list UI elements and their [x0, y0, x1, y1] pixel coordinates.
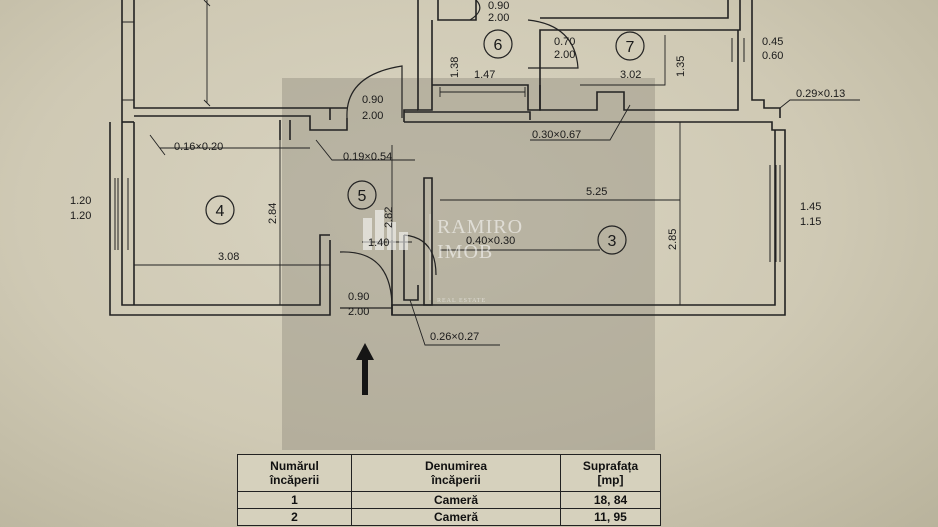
- entry-arrow-icon: [356, 343, 374, 395]
- dim-030-067: 0.30×0.67: [532, 129, 581, 141]
- door-swing-6: [527, 19, 579, 69]
- dim-019-054: 0.19×0.54: [343, 151, 392, 163]
- dimension-lines: [133, 0, 860, 346]
- dim-029-013: 0.29×0.13: [796, 88, 845, 100]
- col-header-room-name: Denumirea încăperii: [351, 454, 561, 492]
- door-swings: [339, 0, 579, 309]
- dim-026-027: 0.26×0.27: [430, 331, 479, 343]
- room-3-marker: 3: [597, 225, 627, 255]
- dimension-labels: 0.90 2.00 0.70 2.00 1.38 1.47 3.02 1.35 …: [70, 0, 845, 343]
- table-row: 2 Cameră 11, 95: [237, 508, 661, 526]
- dim-090-200-top-a: 0.90: [488, 0, 509, 12]
- room-3-label: 3: [608, 233, 617, 250]
- room-area-table: Numărul încăperii Denumirea încăperii Su…: [237, 454, 661, 526]
- dim-200-mid: 2.00: [362, 110, 383, 122]
- watermark-line2: IMOB: [437, 241, 493, 263]
- dim-016-020: 0.16×0.20: [174, 141, 223, 153]
- walls: [109, 0, 786, 316]
- dim-284: 2.84: [267, 203, 279, 224]
- dim-120-a: 1.20: [70, 195, 91, 207]
- dim-090-200-top-b: 2.00: [488, 12, 509, 24]
- dim-285: 2.85: [667, 229, 679, 250]
- table-header-row: Numărul încăperii Denumirea încăperii Su…: [237, 454, 661, 492]
- cell-room-name: Cameră: [351, 508, 561, 526]
- table-row: 1 Cameră 18, 84: [237, 491, 661, 509]
- room-6-marker: 6: [483, 29, 513, 59]
- watermark-line1: RAMIRO: [437, 216, 523, 238]
- room-5-marker: 5: [347, 180, 377, 210]
- door-swing-5-top: [346, 65, 403, 119]
- room-7-marker: 7: [615, 31, 645, 61]
- dim-070-200: 2.00: [554, 49, 575, 61]
- col-header-room-name-text: Denumirea încăperii: [424, 459, 488, 487]
- col-header-room-number: Numărul încăperii: [237, 454, 352, 492]
- watermark-tagline: REAL ESTATE: [437, 298, 486, 304]
- windows: [114, 21, 781, 262]
- dim-200-bottom: 2.00: [348, 306, 369, 318]
- col-header-area-text: Suprafața [mp]: [582, 459, 639, 487]
- room-markers: 3 4 5 6 7: [205, 29, 645, 255]
- dim-115: 1.15: [800, 216, 821, 228]
- building-logo-icon: [363, 210, 408, 250]
- dim-308: 3.08: [218, 251, 239, 263]
- door-swing-entry: [339, 251, 393, 309]
- dim-135: 1.35: [675, 56, 687, 77]
- cell-room-number: 1: [237, 491, 352, 509]
- room-7-label: 7: [626, 39, 635, 56]
- cell-area: 18, 84: [560, 491, 661, 509]
- dim-145: 1.45: [800, 201, 821, 213]
- room-4-marker: 4: [205, 195, 235, 225]
- dim-070: 0.70: [554, 36, 575, 48]
- dim-302: 3.02: [620, 69, 641, 81]
- room-5-label: 5: [358, 188, 367, 205]
- dim-138: 1.38: [449, 57, 461, 78]
- dim-090-bottom: 0.90: [348, 291, 369, 303]
- dim-060: 0.60: [762, 50, 783, 62]
- cell-area: 11, 95: [560, 508, 661, 526]
- cell-room-number: 2: [237, 508, 352, 526]
- col-header-room-number-text: Numărul încăperii: [269, 459, 320, 487]
- cell-room-name: Cameră: [351, 491, 561, 509]
- room-6-label: 6: [494, 37, 503, 54]
- room-4-label: 4: [216, 203, 225, 220]
- dim-282: 2.82: [383, 207, 395, 228]
- col-header-area: Suprafața [mp]: [560, 454, 661, 492]
- dim-140: 1.40: [368, 237, 389, 249]
- dim-045: 0.45: [762, 36, 783, 48]
- dim-147: 1.47: [474, 69, 495, 81]
- dim-120-b: 1.20: [70, 210, 91, 222]
- dim-090-mid: 0.90: [362, 94, 383, 106]
- dim-040-030: 0.40×0.30: [466, 235, 515, 247]
- dim-525: 5.25: [586, 186, 607, 198]
- watermark-overlay: [282, 78, 655, 450]
